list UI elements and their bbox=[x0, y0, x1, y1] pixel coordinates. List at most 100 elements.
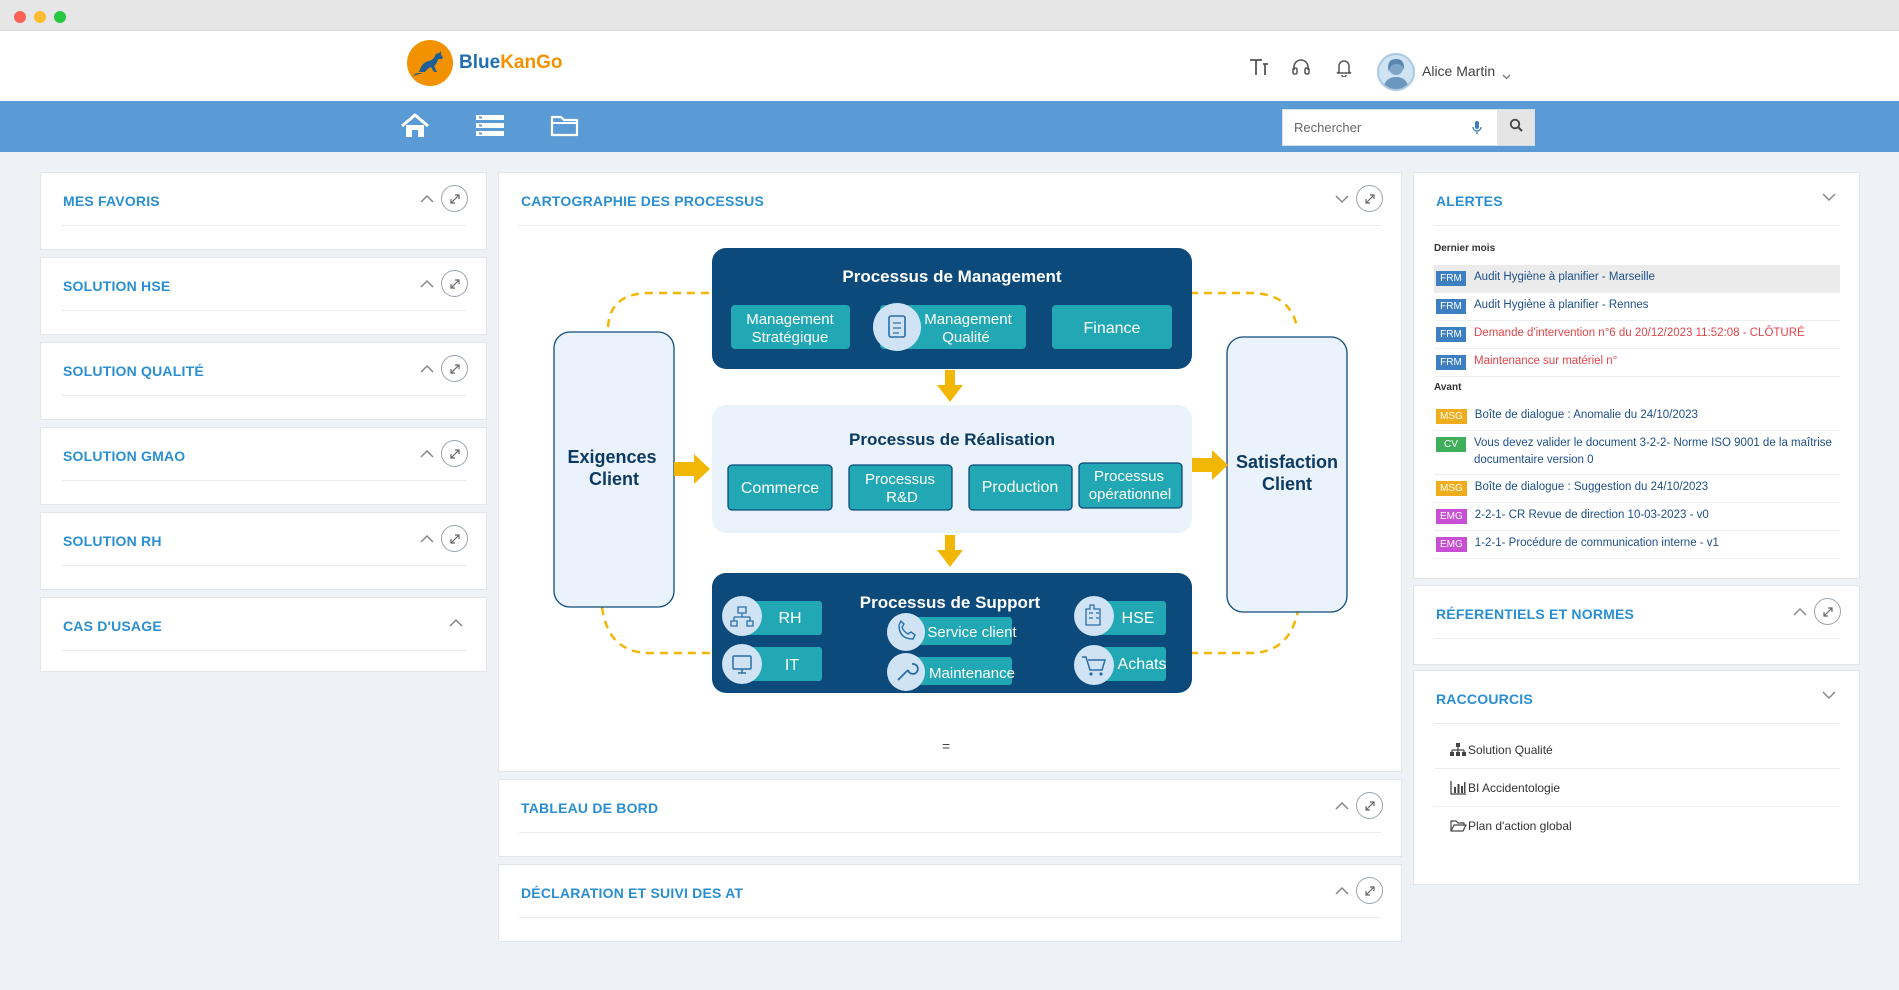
alert-text: Audit Hygiène à planifier - Rennes bbox=[1474, 299, 1649, 311]
resize-handle[interactable]: = bbox=[942, 738, 951, 754]
processus-operationnel-box[interactable] bbox=[1078, 462, 1183, 509]
expand-icon[interactable] bbox=[441, 440, 468, 467]
finance-box[interactable] bbox=[1052, 305, 1172, 349]
chevron-up-icon[interactable] bbox=[419, 191, 435, 207]
panel-title: MES FAVORIS bbox=[63, 193, 160, 209]
computer-icon bbox=[722, 644, 762, 684]
divider bbox=[61, 310, 466, 311]
type-badge: MSG bbox=[1436, 481, 1467, 496]
divider bbox=[1434, 225, 1839, 226]
chevron-up-icon[interactable] bbox=[1792, 604, 1808, 620]
alert-row[interactable]: EMG 1-2-1- Procédure de communication in… bbox=[1434, 531, 1840, 559]
box-label: Management bbox=[746, 311, 834, 328]
processus-rd-box[interactable] bbox=[848, 464, 953, 511]
commerce-box[interactable] bbox=[727, 464, 833, 511]
alert-row[interactable]: FRM Audit Hygiène à planifier - Rennes bbox=[1434, 293, 1840, 321]
box-label: Stratégique bbox=[752, 329, 829, 346]
raccourcis-panel: RACCOURCIS Solution Qualité BI Accidento… bbox=[1413, 670, 1860, 885]
arrow-down-icon bbox=[937, 535, 963, 567]
divider bbox=[519, 917, 1381, 918]
rh-box[interactable] bbox=[742, 601, 822, 635]
chevron-down-icon[interactable] bbox=[1821, 687, 1837, 703]
shortcut-label: Solution Qualité bbox=[1468, 742, 1553, 757]
divider bbox=[519, 832, 1381, 833]
solution-rh-panel: SOLUTION RH bbox=[40, 512, 487, 590]
expand-icon[interactable] bbox=[441, 185, 468, 212]
cas-usage-panel: CAS D'USAGE bbox=[40, 597, 487, 672]
app-header: BlueKanGo Alice Martin bbox=[0, 31, 1899, 101]
chevron-up-icon[interactable] bbox=[419, 446, 435, 462]
alert-row[interactable]: FRM Audit Hygiène à planifier - Marseill… bbox=[1434, 265, 1840, 293]
satisfaction-line1: Satisfaction bbox=[1236, 452, 1338, 472]
alert-row[interactable]: FRM Maintenance sur matériel n° bbox=[1434, 349, 1840, 377]
chevron-up-icon[interactable] bbox=[419, 361, 435, 377]
panel-title: ALERTES bbox=[1436, 193, 1503, 209]
type-badge: MSG bbox=[1436, 409, 1467, 424]
search-icon bbox=[1509, 118, 1523, 137]
expand-icon[interactable] bbox=[1356, 792, 1383, 819]
avatar[interactable] bbox=[1377, 53, 1415, 91]
expand-icon[interactable] bbox=[1356, 877, 1383, 904]
satisfaction-client-box[interactable] bbox=[1226, 336, 1348, 613]
list-icon[interactable] bbox=[475, 113, 505, 139]
expand-icon[interactable] bbox=[441, 525, 468, 552]
arrow-down-icon bbox=[937, 370, 963, 402]
folder-icon[interactable] bbox=[550, 113, 580, 139]
alert-text: Demande d'intervention n°6 du 20/12/2023… bbox=[1474, 327, 1805, 339]
shortcut-label: Plan d'action global bbox=[1468, 819, 1572, 833]
brand-logo[interactable]: BlueKanGo bbox=[407, 40, 562, 86]
chevron-up-icon[interactable] bbox=[1334, 798, 1350, 814]
minimize-window-button[interactable] bbox=[34, 11, 46, 23]
maximize-window-button[interactable] bbox=[54, 11, 66, 23]
chevron-down-icon[interactable] bbox=[1334, 191, 1350, 207]
divider bbox=[519, 225, 1381, 226]
factory-icon bbox=[1074, 596, 1114, 636]
folder-open-icon bbox=[1450, 820, 1467, 832]
box-label: Achats bbox=[1118, 656, 1167, 673]
panel-controls bbox=[1821, 687, 1837, 703]
divider bbox=[61, 480, 466, 481]
management-strategique-box[interactable] bbox=[731, 305, 850, 349]
divider bbox=[1434, 638, 1839, 639]
user-name[interactable]: Alice Martin bbox=[1422, 63, 1496, 79]
maintenance-box[interactable] bbox=[896, 657, 1012, 685]
box-label: Processus bbox=[1094, 468, 1164, 485]
expand-icon[interactable] bbox=[441, 355, 468, 382]
search-button[interactable] bbox=[1497, 110, 1534, 145]
box-label: Commerce bbox=[741, 480, 819, 497]
service-client-box[interactable] bbox=[896, 617, 1012, 645]
shortcut-item[interactable]: BI Accidentologie bbox=[1434, 769, 1840, 807]
chevron-up-icon[interactable] bbox=[419, 276, 435, 292]
shortcut-item[interactable]: Plan d'action global bbox=[1434, 807, 1840, 845]
panel-controls bbox=[1334, 185, 1383, 212]
home-icon[interactable] bbox=[400, 113, 430, 139]
arrow-right-icon bbox=[674, 454, 710, 484]
expand-icon[interactable] bbox=[1356, 185, 1383, 212]
alert-row[interactable]: FRM Demande d'intervention n°6 du 20/12/… bbox=[1434, 321, 1840, 349]
microphone-icon[interactable] bbox=[1472, 120, 1482, 140]
chevron-up-icon[interactable] bbox=[448, 615, 464, 631]
bell-icon[interactable] bbox=[1331, 55, 1357, 79]
it-box[interactable] bbox=[742, 647, 822, 681]
alert-row[interactable]: MSG Boîte de dialogue : Suggestion du 24… bbox=[1434, 475, 1840, 503]
alert-row[interactable]: EMG 2-2-1- CR Revue de direction 10-03-2… bbox=[1434, 503, 1840, 531]
alert-text: Vous devez valider le document 3-2-2- No… bbox=[1474, 437, 1832, 466]
search-input[interactable] bbox=[1283, 110, 1493, 145]
exigences-line2: Client bbox=[589, 469, 639, 489]
chevron-up-icon[interactable] bbox=[1334, 883, 1350, 899]
chevron-down-icon[interactable] bbox=[1821, 189, 1837, 205]
chevron-up-icon[interactable] bbox=[419, 531, 435, 547]
close-window-button[interactable] bbox=[14, 11, 26, 23]
divider bbox=[61, 225, 466, 226]
expand-icon[interactable] bbox=[441, 270, 468, 297]
panel-controls bbox=[419, 185, 468, 212]
headset-icon[interactable] bbox=[1288, 55, 1314, 79]
text-size-icon[interactable] bbox=[1247, 55, 1273, 79]
expand-icon[interactable] bbox=[1814, 598, 1841, 625]
production-box[interactable] bbox=[968, 464, 1073, 511]
alert-row[interactable]: CV Vous devez valider le document 3-2-2-… bbox=[1434, 431, 1840, 475]
shortcut-item[interactable]: Solution Qualité bbox=[1434, 731, 1840, 769]
alert-row[interactable]: MSG Boîte de dialogue : Anomalie du 24/1… bbox=[1434, 403, 1840, 431]
nav-bar bbox=[0, 101, 1899, 152]
chevron-down-icon[interactable] bbox=[1502, 67, 1511, 85]
